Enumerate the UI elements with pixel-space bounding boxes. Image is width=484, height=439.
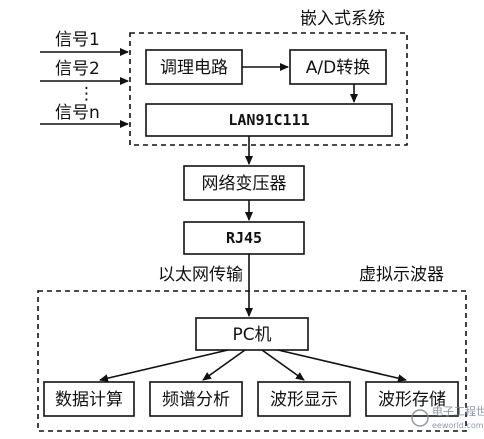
rj45-box — [183, 221, 305, 255]
lan-chip-box — [145, 103, 393, 137]
function-label-spectrum: 频谱分析 — [162, 390, 230, 410]
function-label-display: 波形显示 — [270, 390, 338, 410]
rj45-label: RJ45 — [226, 229, 262, 247]
function-box-spectrum — [149, 381, 243, 417]
lan-chip-label: LAN91C111 — [228, 111, 309, 129]
signal-1-label: 信号1 — [55, 30, 100, 50]
function-label-calc: 数据计算 — [55, 390, 123, 410]
function-box-storage — [365, 381, 459, 417]
function-label-storage: 波形存储 — [378, 390, 446, 410]
network-transformer-box — [183, 165, 305, 201]
signal-2-label: 信号2 — [55, 59, 100, 79]
ad-converter-box — [289, 49, 387, 85]
watermark-text: 电子工程世界 — [432, 405, 484, 418]
pc-label: PC机 — [232, 325, 271, 345]
pc-to-display-arrow — [261, 349, 305, 381]
function-box-calc — [43, 381, 135, 417]
embedded-system-title: 嵌入式系统 — [300, 9, 385, 29]
signal-ellipsis: ⋮ — [78, 84, 95, 104]
virtual-scope-container — [37, 290, 467, 432]
conditioning-circuit-label: 调理电路 — [160, 58, 228, 78]
embedded-system-container — [129, 32, 408, 146]
pc-to-calc-arrow — [99, 349, 229, 383]
virtual-scope-title: 虚拟示波器 — [359, 265, 444, 285]
ethernet-transfer-label: 以太网传输 — [158, 265, 243, 285]
watermark-url: eeworld.com.cn — [432, 421, 484, 430]
conditioning-circuit-box — [145, 49, 243, 85]
ad-converter-label: A/D转换 — [306, 58, 370, 78]
pc-to-storage-arrow — [277, 349, 407, 383]
pc-box — [195, 317, 309, 351]
signal-n-label: 信号n — [55, 103, 100, 123]
watermark: 电子工程世界 eeworld.com.cn — [411, 405, 484, 430]
function-box-display — [257, 381, 351, 417]
network-transformer-label: 网络变压器 — [202, 174, 287, 194]
watermark-logo-icon — [411, 409, 429, 427]
pc-to-spectrum-arrow — [202, 349, 246, 381]
